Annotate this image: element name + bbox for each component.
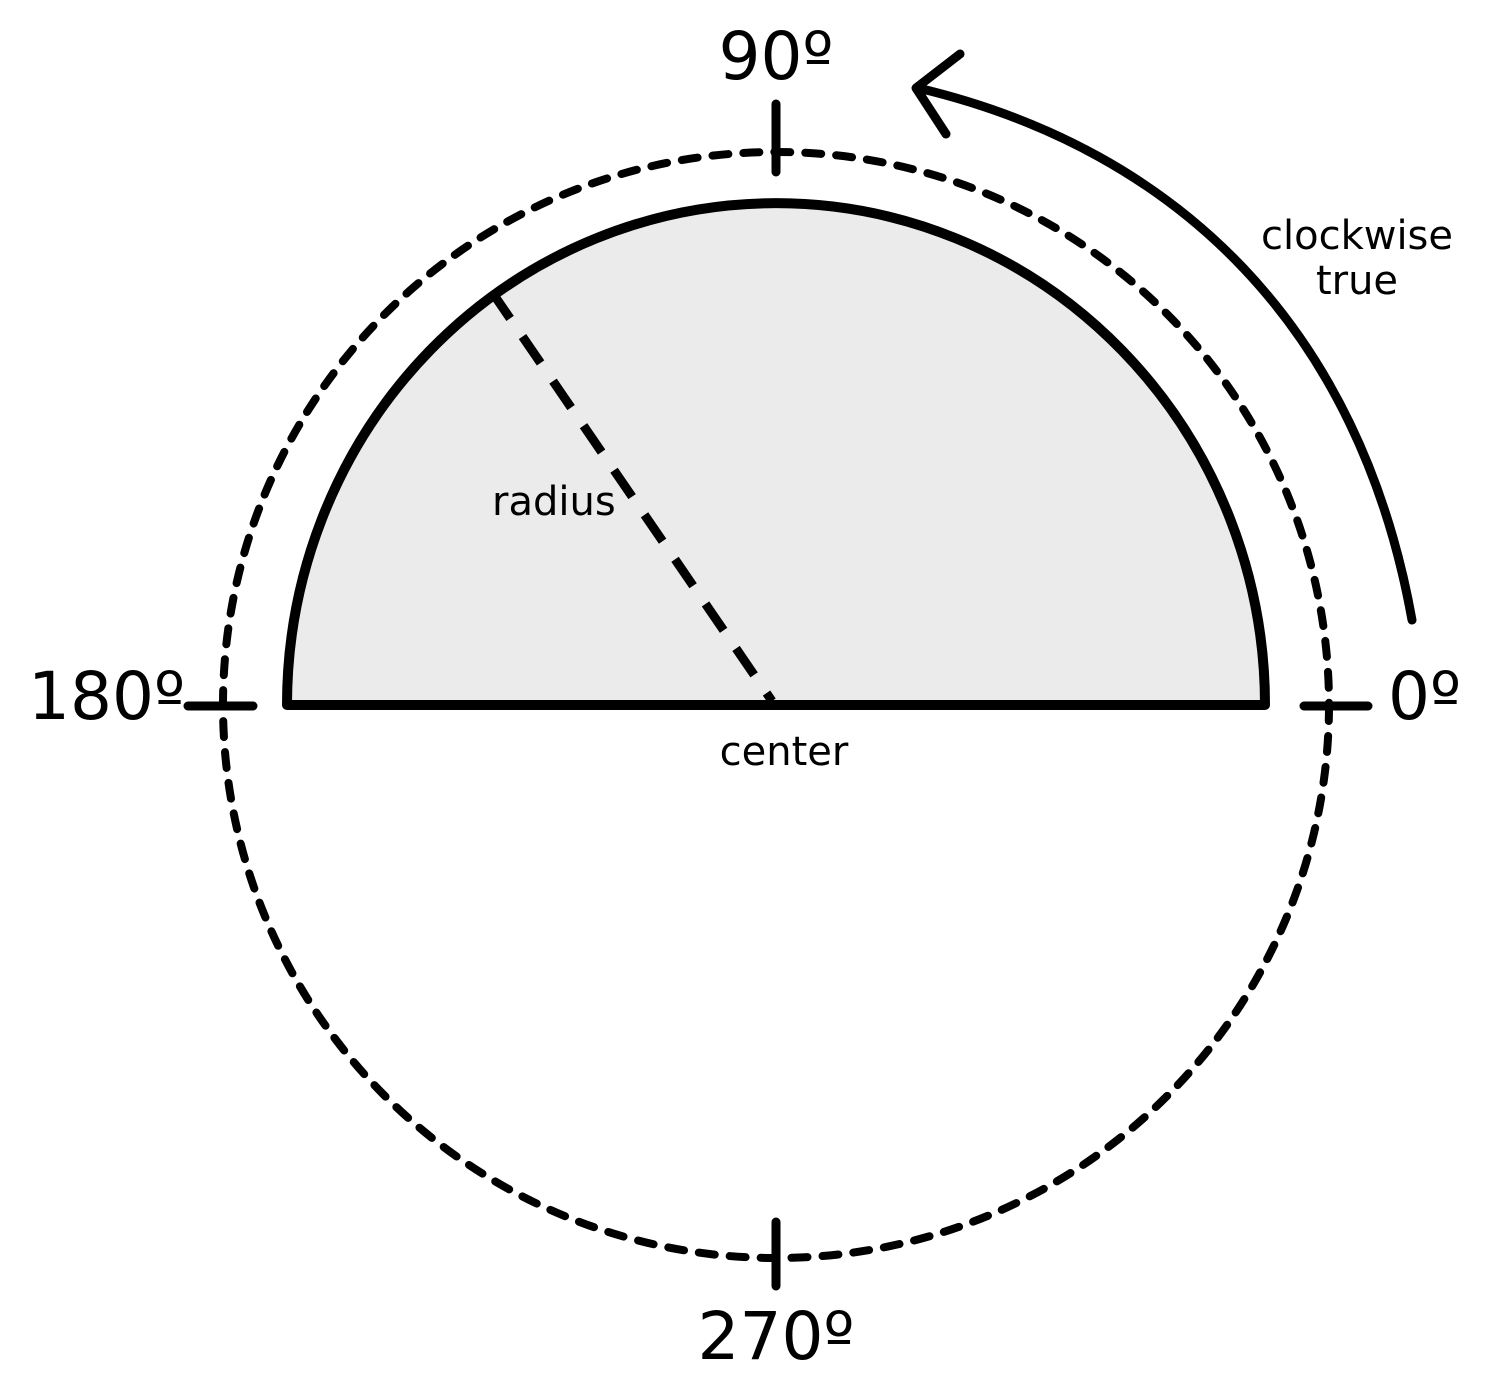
semicircle-shape — [282, 198, 1270, 710]
clockwise-arrow-curve — [913, 83, 1417, 625]
clockwise-label: clockwise true — [1261, 214, 1453, 304]
angle-label-180: 180º — [28, 658, 186, 735]
angle-label-0: 0º — [1388, 658, 1462, 735]
clockwise-arrow-head — [911, 49, 965, 139]
angle-label-270: 270º — [697, 1298, 855, 1375]
clockwise-label-line1: clockwise — [1260, 213, 1454, 259]
radius-label: radius — [492, 479, 616, 525]
center-label: center — [719, 729, 849, 775]
angle-label-90: 90º — [718, 18, 834, 95]
clockwise-label-line2: true — [1315, 257, 1399, 304]
radius-line-dashed — [488, 289, 776, 704]
